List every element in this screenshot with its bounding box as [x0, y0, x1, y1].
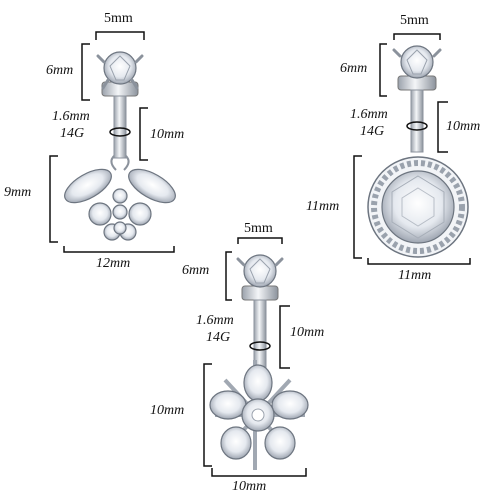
halo-gauge-mm-label: 1.6mm: [350, 107, 388, 122]
butterfly-bar: [113, 95, 127, 159]
flower-bar-length-label: 10mm: [290, 325, 325, 340]
butterfly-ball-height-label: 6mm: [46, 63, 74, 78]
dimension-lines: [49, 31, 471, 477]
butterfly-charm: [64, 155, 176, 241]
butterfly-charm-width-label: 12mm: [96, 256, 131, 271]
halo-bar: [410, 89, 424, 153]
butterfly-gauge-mm-label: 1.6mm: [52, 109, 90, 124]
flower-gauge-g-label: 14G: [206, 330, 231, 345]
halo-bar-length-label: 10mm: [446, 119, 481, 134]
flower-top-gem: [236, 254, 284, 301]
butterfly-barbell: [64, 51, 176, 241]
butterfly-gauge-g-label: 14G: [60, 126, 85, 141]
flower-charm: [209, 360, 309, 470]
halo-gauge-g-label: 14G: [360, 124, 385, 139]
butterfly-bar-length-label: 10mm: [150, 127, 185, 142]
butterfly-top-gem: [96, 51, 144, 97]
flower-barbell: [209, 254, 309, 470]
halo-ball-width-label: 5mm: [400, 13, 429, 28]
halo-ball-height-label: 6mm: [340, 61, 368, 76]
flower-gauge-mm-label: 1.6mm: [196, 313, 234, 328]
halo-barbell: [367, 45, 469, 258]
flower-charm-height-label: 10mm: [150, 403, 185, 418]
butterfly-charm-height-label: 9mm: [4, 185, 32, 200]
halo-charm: [367, 156, 469, 258]
halo-charm-width-label: 11mm: [398, 268, 432, 283]
flower-ball-width-label: 5mm: [244, 221, 273, 236]
flower-charm-width-label: 10mm: [232, 479, 267, 494]
halo-top-gem: [392, 45, 442, 91]
butterfly-ball-width-label: 5mm: [104, 11, 133, 26]
flower-ball-height-label: 6mm: [182, 263, 210, 278]
halo-charm-height-label: 11mm: [306, 199, 340, 214]
